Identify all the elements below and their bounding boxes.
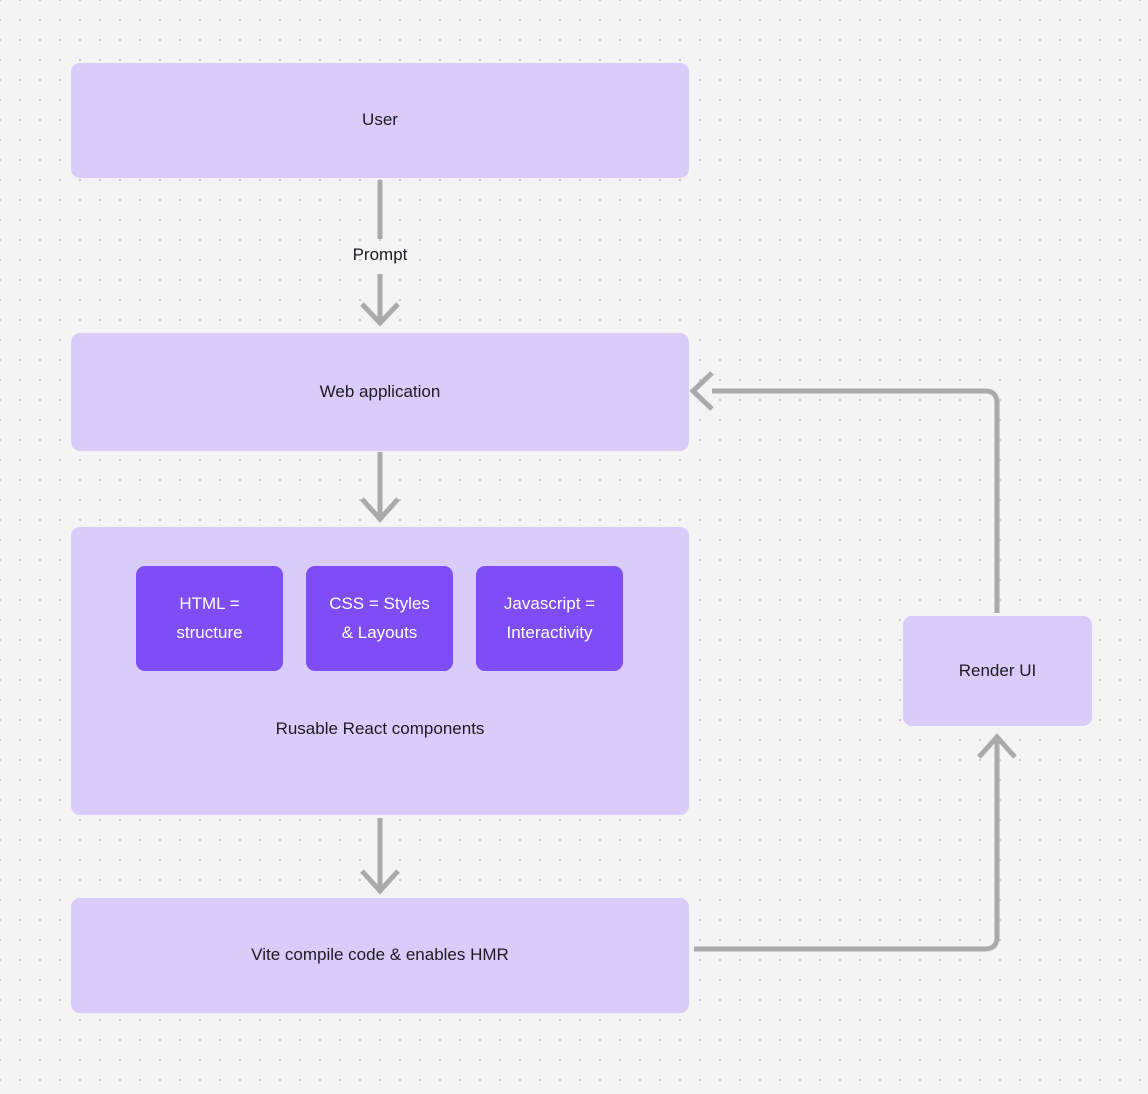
node-render-ui[interactable]: Render UI	[903, 616, 1092, 726]
chip-css[interactable]: CSS = Styles & Layouts	[306, 566, 453, 671]
chip-javascript-label: Javascript = Interactivity	[503, 593, 596, 642]
edge-label-prompt: Prompt	[352, 245, 408, 264]
node-user[interactable]: User	[71, 63, 689, 178]
node-render-ui-label: Render UI	[958, 660, 1037, 680]
node-web-application-label: Web application	[319, 381, 441, 401]
components-group-caption: Rusable React components	[275, 719, 485, 738]
edge-vite-to-render-ui	[694, 733, 1017, 952]
node-vite-label: Vite compile code & enables HMR	[251, 945, 509, 965]
chip-javascript[interactable]: Javascript = Interactivity	[476, 566, 623, 671]
node-web-application[interactable]: Web application	[71, 333, 689, 451]
node-user-label: User	[362, 110, 398, 130]
edge-web-application-to-components	[360, 452, 400, 523]
edge-components-to-vite	[360, 818, 400, 895]
edge-render-ui-to-web-application	[689, 371, 1000, 613]
chip-html-label: HTML = structure	[176, 593, 243, 642]
chip-html[interactable]: HTML = structure	[136, 566, 283, 671]
node-vite[interactable]: Vite compile code & enables HMR	[71, 898, 689, 1013]
chip-css-label: CSS = Styles & Layouts	[329, 593, 430, 642]
